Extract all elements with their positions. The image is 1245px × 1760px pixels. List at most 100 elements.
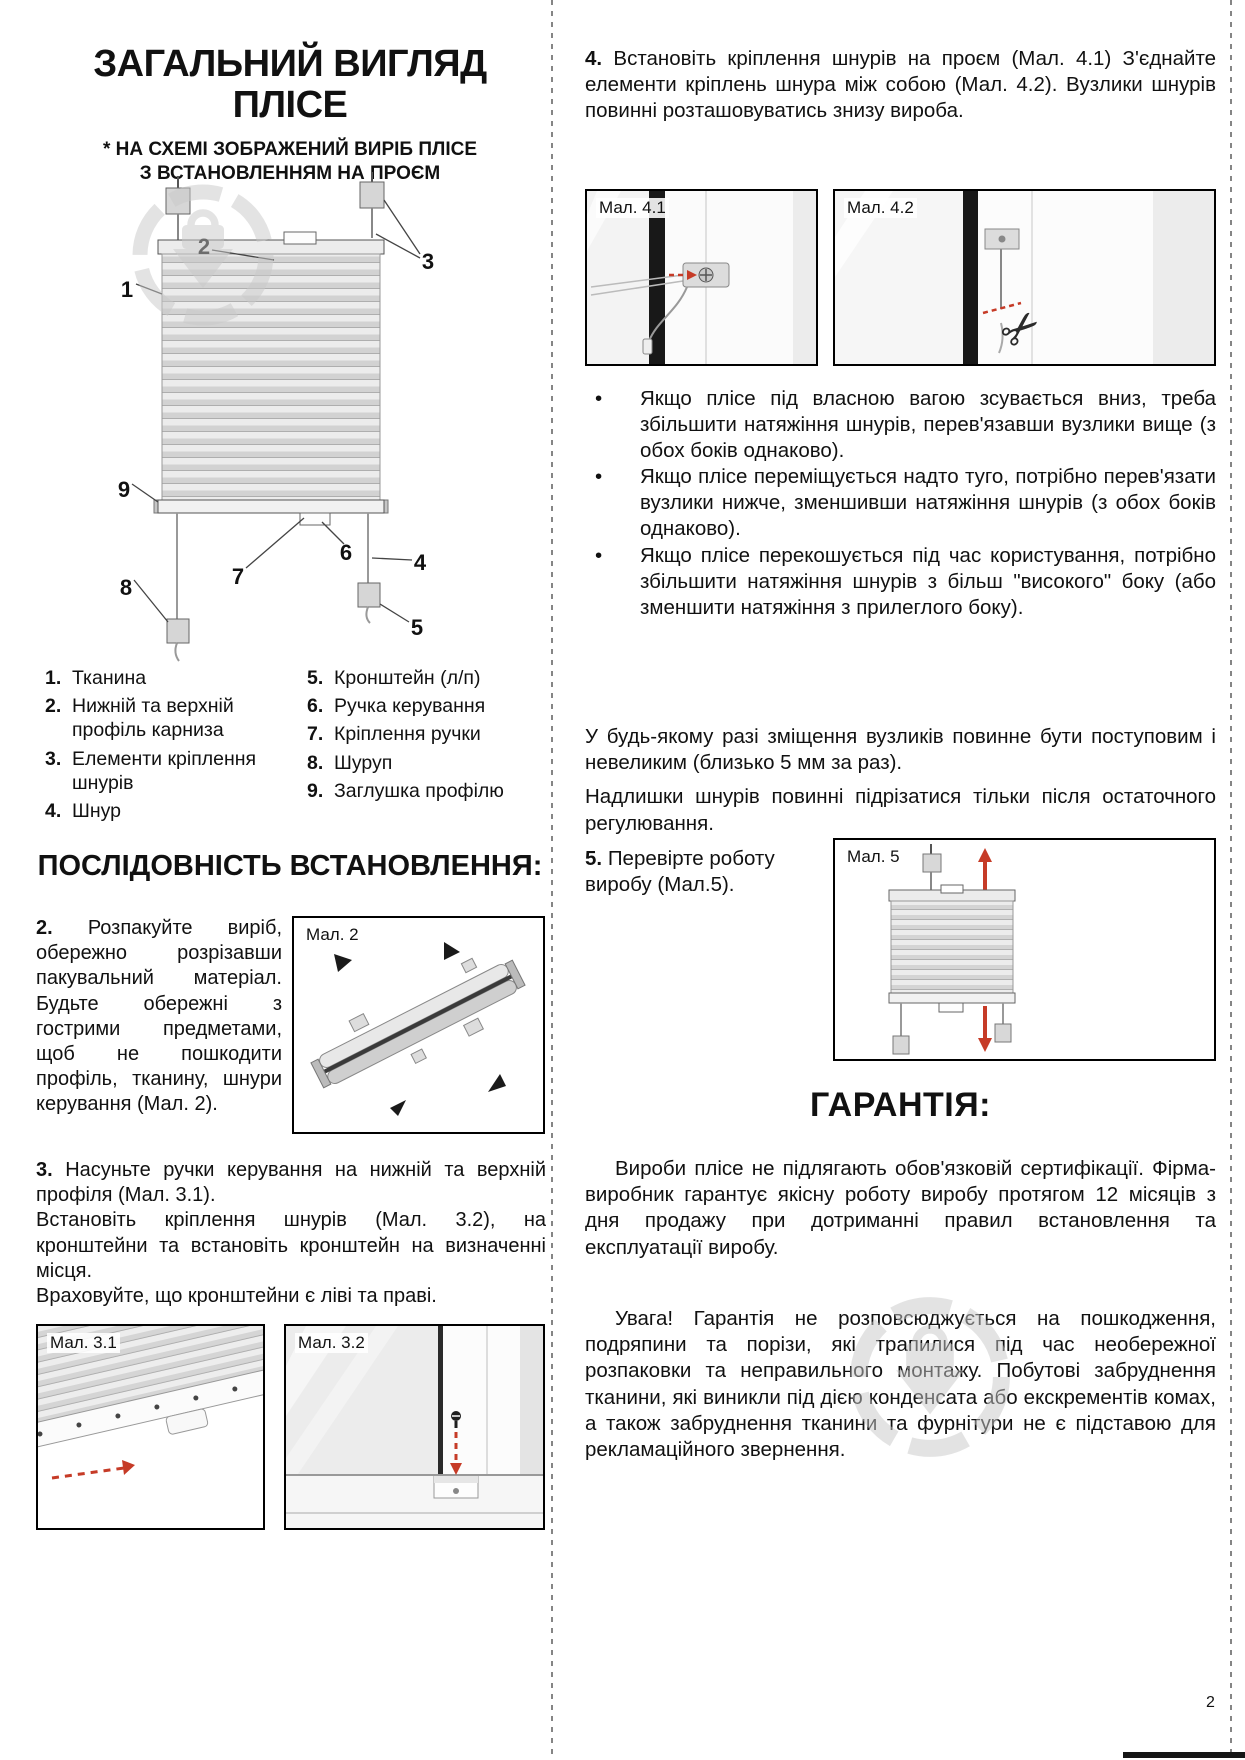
- legend-number: 3.: [45, 747, 62, 770]
- step-3-sentence-2: Встановіть кріплення шнурів (Мал. 3.2), …: [36, 1209, 546, 1282]
- step-3-sentence-3: Враховуйте, що кронштейни є ліві та прав…: [36, 1284, 437, 1307]
- figure-4-1-label: Мал. 4.1: [596, 198, 669, 218]
- figure-5-illustration: [888, 844, 1016, 1055]
- bottom-profile: [157, 499, 385, 514]
- legend-column-left: 1.Тканина 2.Нижній та верхній профіль ка…: [45, 666, 307, 827]
- bullet-marker: •: [595, 465, 603, 489]
- figure-2-label: Мал. 2: [303, 925, 362, 945]
- legend-text: Шнур: [72, 799, 122, 822]
- figure-3-1-illustration: [38, 1326, 263, 1480]
- legend-text: Кріплення ручки: [334, 723, 481, 746]
- callout-8: 8: [120, 575, 132, 600]
- assembly-arrow-icon: [444, 942, 460, 960]
- bottom-handle: [938, 1002, 964, 1013]
- bullet-marker: •: [595, 543, 603, 567]
- figure-3-2-illustration: [286, 1326, 543, 1528]
- legend-item: 3. Елементи кріплення шнурів: [45, 747, 307, 795]
- bullet-marker: •: [595, 387, 603, 410]
- note-1: У будь-якому разі зміщення вузликів пови…: [585, 725, 1216, 775]
- legend-text: Заглушка профілю: [334, 779, 504, 802]
- bottom-bracket-right: [994, 1023, 1012, 1043]
- bullet-item: • Якщо плісе переміщується надто туго, п…: [585, 464, 1216, 541]
- figure-4-1: Мал. 4.1: [585, 189, 818, 366]
- red-cut-mark: [982, 301, 1022, 315]
- bottom-bracket-right: [357, 582, 381, 608]
- legend-text: Тканина: [72, 667, 147, 689]
- assembly-arrow-icon: [488, 1074, 506, 1092]
- pleated-fabric: [890, 900, 1014, 994]
- legend-text: Кронштейн (л/п): [334, 667, 481, 689]
- top-bracket-right: [359, 181, 385, 209]
- callout-4: 4: [414, 550, 427, 575]
- legend-item: 1. Тканина: [45, 666, 307, 690]
- page-subtitle-line1: * НА СХЕМІ ЗОБРАЖЕНИЙ ВИРІБ ПЛІСЕ: [102, 139, 478, 160]
- red-arrowhead: [450, 1463, 462, 1475]
- bottom-bracket-left: [166, 618, 190, 644]
- bullet-item: • Якщо плісе перекошується під час корис…: [585, 543, 1216, 620]
- warranty-paragraph-2: Увага! Гарантія не розповсюджується на п…: [585, 1307, 1216, 1462]
- legend-number: 2.: [45, 695, 62, 718]
- callout-2: 2: [198, 234, 210, 259]
- legend-text: Елементи кріплення шнурів: [72, 747, 257, 794]
- adjustment-notes: У будь-якому разі зміщення вузликів пови…: [585, 724, 1216, 837]
- page-title: ЗАГАЛЬНИЙ ВИГЛЯД ПЛІСЕ: [35, 43, 545, 127]
- handle-clip: [165, 1408, 209, 1435]
- step-3-sentence-1: 3. Насуньте ручки керування на нижній та…: [36, 1158, 546, 1208]
- figure-4-1-illustration: [587, 191, 816, 364]
- legend-item: 7. Кріплення ручки: [307, 722, 547, 746]
- step-4-number: 4.: [585, 47, 603, 70]
- step-2-number: 2.: [36, 917, 53, 939]
- step-5-text: Перевірте роботу виробу (Мал.5).: [585, 847, 775, 897]
- step-3-paragraph: 3. Насуньте ручки керування на нижній та…: [36, 1158, 546, 1309]
- callout-7: 7: [232, 564, 244, 589]
- legend-item: 5. Кронштейн (л/п): [307, 666, 547, 690]
- step-4-paragraph: 4. Встановіть кріплення шнурів на проєм …: [585, 46, 1216, 125]
- bullet-text: Якщо плісе під власною вагою зсувається …: [640, 387, 1216, 462]
- center-divider-dashed: [551, 0, 553, 1760]
- page-title-line2: ПЛІСЕ: [232, 84, 348, 127]
- top-handle: [283, 231, 317, 245]
- legend-number: 7.: [307, 723, 324, 746]
- warranty-paragraph-1: Вироби плісе не підлягають обов'язковій …: [585, 1157, 1216, 1259]
- figure-3-2-label: Мал. 3.2: [295, 1333, 368, 1353]
- assembly-arrow-icon: [334, 954, 352, 972]
- bullet-item: • Якщо плісе під власною вагою зсуваєтьс…: [585, 386, 1216, 463]
- installation-heading: ПОСЛІДОВНІСТЬ ВСТАНОВЛЕННЯ:: [37, 850, 543, 882]
- legend-item: 9. Заглушка профілю: [307, 779, 547, 803]
- blind-overview-diagram: 1 2 3 4 5 6 7 8 9: [118, 172, 434, 662]
- parts-legend: 1.Тканина 2.Нижній та верхній профіль ка…: [45, 666, 547, 827]
- right-divider-dashed: [1230, 0, 1232, 1760]
- warranty-heading: ГАРАНТІЯ:: [810, 1086, 991, 1124]
- figure-3-1: Мал. 3.1: [36, 1324, 265, 1530]
- bullet-text: Якщо плісе перекошується під час користу…: [640, 543, 1216, 619]
- hanging-cord: [648, 286, 688, 342]
- step-5-number: 5.: [585, 847, 603, 870]
- top-bracket: [922, 853, 942, 873]
- page-subtitle: * НА СХЕМІ ЗОБРАЖЕНИЙ ВИРІБ ПЛІСЕ З ВСТА…: [35, 138, 545, 187]
- figure-5: Мал. 5: [833, 838, 1216, 1061]
- step-4-text: Встановіть кріплення шнурів на проєм (Ма…: [585, 47, 1217, 123]
- legend-column-right: 5. Кронштейн (л/п) 6.Ручка керування 7. Кр…: [307, 666, 547, 827]
- legend-number: 6.: [307, 695, 324, 718]
- legend-number: 4.: [45, 799, 62, 822]
- red-arrowhead-down: [978, 1038, 992, 1052]
- figure-3-2: Мал. 3.2: [284, 1324, 545, 1530]
- top-bracket-left: [165, 187, 191, 215]
- legend-number: 5.: [307, 667, 324, 689]
- bottom-handle: [299, 512, 331, 526]
- legend-number: 1.: [45, 667, 62, 689]
- step-5-paragraph: 5. Перевірте роботу виробу (Мал.5).: [585, 846, 820, 898]
- figure-2-illustration: [310, 942, 526, 1116]
- legend-number: 9.: [307, 779, 324, 802]
- callout-6: 6: [340, 540, 352, 565]
- callout-3: 3: [422, 249, 434, 274]
- step-2-paragraph: 2. Розпакуйте виріб, обережно розрізавши…: [36, 916, 282, 1118]
- legend-item: 6.Ручка керування: [307, 694, 547, 718]
- pleated-fabric: [161, 253, 381, 501]
- callout-1: 1: [121, 277, 133, 302]
- figure-3-1-label: Мал. 3.1: [47, 1333, 120, 1353]
- legend-number: 8.: [307, 751, 324, 774]
- page-subtitle-line2: З ВСТАНОВЛЕННЯМ НА ПРОЄМ: [139, 163, 441, 185]
- figure-4-2: Мал. 4.2 ✂: [833, 189, 1216, 366]
